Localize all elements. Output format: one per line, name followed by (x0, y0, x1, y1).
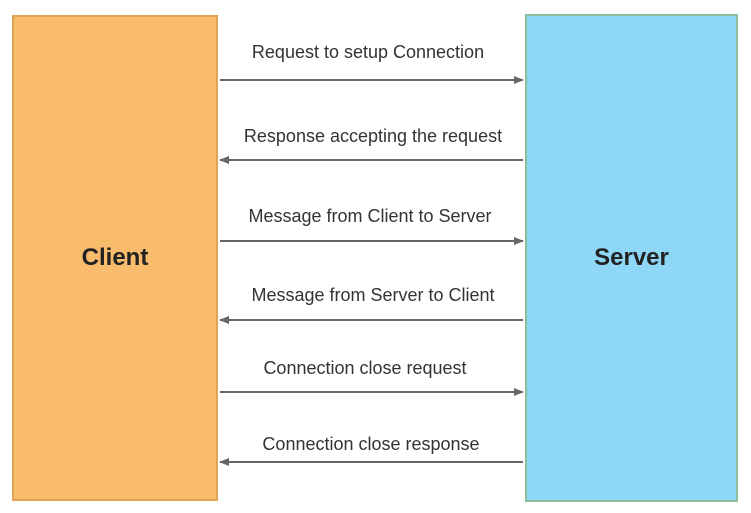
client-label: Client (81, 244, 149, 271)
server-box: Server (525, 14, 738, 502)
message-label-5: Connection close request (263, 358, 467, 378)
message-label-3: Message from Client to Server (248, 206, 492, 226)
message-label-4: Message from Server to Client (251, 285, 495, 305)
message-label-2: Response accepting the request (243, 126, 503, 146)
message-label-6: Connection close response (262, 434, 480, 454)
client-box: Client (12, 15, 218, 501)
message-label-1: Request to setup Connection (251, 42, 485, 62)
server-label: Server (594, 244, 669, 271)
